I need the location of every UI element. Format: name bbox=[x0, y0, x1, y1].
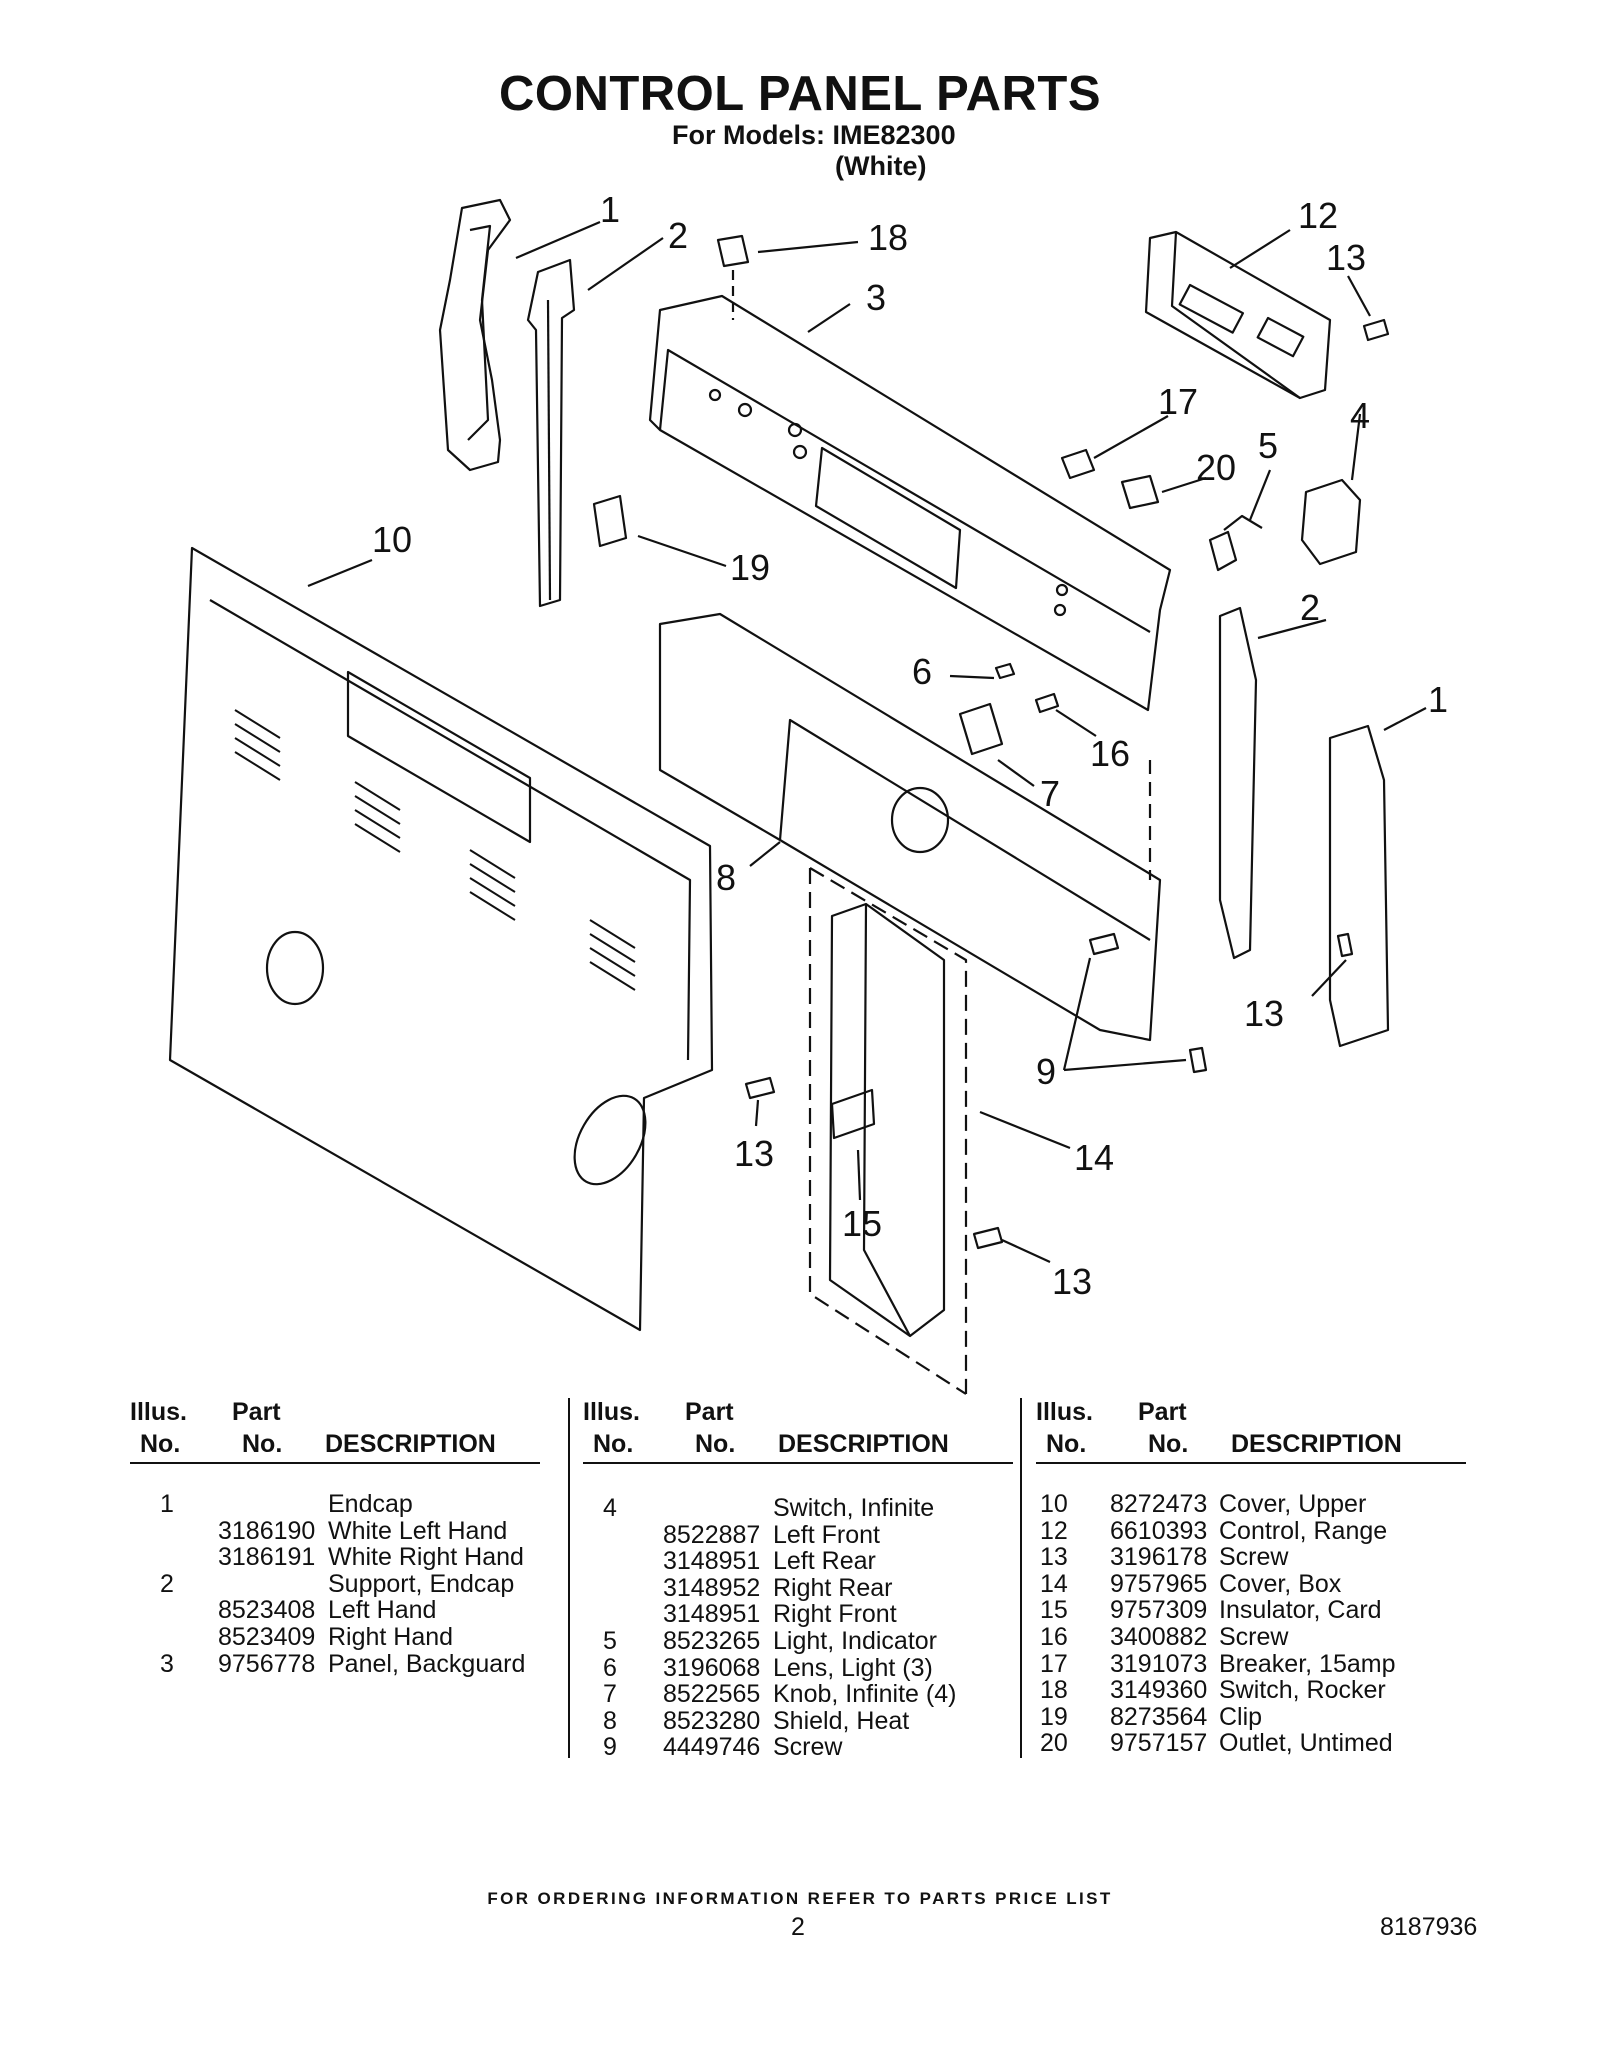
document-number: 8187936 bbox=[1380, 1913, 1478, 1941]
callout-14: 14 bbox=[1074, 1137, 1114, 1178]
breaker-drawing bbox=[1060, 448, 1096, 480]
callout-9: 9 bbox=[1036, 1051, 1056, 1092]
screw-13c-drawing bbox=[744, 1076, 776, 1100]
lens-drawing bbox=[994, 662, 1016, 680]
right-support-drawing bbox=[1218, 606, 1258, 960]
color-line: (White) bbox=[835, 151, 927, 181]
callout-1-right: 1 bbox=[1428, 679, 1448, 720]
outlet-drawing bbox=[1120, 474, 1160, 510]
screw-13b-drawing bbox=[1336, 932, 1354, 958]
callout-2-left: 2 bbox=[668, 215, 688, 256]
callout-13-top: 13 bbox=[1326, 237, 1366, 278]
callout-3: 3 bbox=[866, 277, 886, 318]
page-number: 2 bbox=[791, 1913, 805, 1941]
indicator-light-drawing bbox=[1208, 514, 1263, 572]
left-support-drawing bbox=[526, 258, 576, 608]
callout-6: 6 bbox=[912, 651, 932, 692]
screw-13d-drawing bbox=[972, 1226, 1004, 1250]
callout-13-bottom: 13 bbox=[1052, 1261, 1092, 1302]
screw-13a-drawing bbox=[1362, 318, 1390, 342]
callout-16: 16 bbox=[1090, 733, 1130, 774]
callout-2-right: 2 bbox=[1300, 587, 1320, 628]
screw-9b-drawing bbox=[1188, 1046, 1208, 1074]
backguard-panel-drawing bbox=[648, 294, 1172, 712]
callout-12: 12 bbox=[1298, 195, 1338, 236]
callout-13-left: 13 bbox=[734, 1133, 774, 1174]
callout-5: 5 bbox=[1258, 425, 1278, 466]
screw-9a-drawing bbox=[1088, 932, 1120, 956]
range-control-drawing bbox=[1144, 230, 1332, 400]
callout-18: 18 bbox=[868, 217, 908, 258]
heat-shield-drawing bbox=[658, 612, 1162, 1042]
callout-10: 10 bbox=[372, 519, 412, 560]
rocker-switch-drawing bbox=[716, 234, 750, 320]
callout-17: 17 bbox=[1158, 381, 1198, 422]
column-divider bbox=[1020, 1398, 1022, 1758]
model-info: For Models: IME82300 (White) bbox=[672, 120, 956, 182]
callout-15: 15 bbox=[842, 1203, 882, 1244]
callout-20: 20 bbox=[1196, 447, 1236, 488]
ordering-note: FOR ORDERING INFORMATION REFER TO PARTS … bbox=[487, 1889, 1113, 1908]
upper-cover-drawing bbox=[168, 546, 714, 1332]
page-title: CONTROL PANEL PARTS bbox=[498, 67, 1102, 121]
insulator-card-drawing bbox=[830, 1088, 876, 1140]
box-cover-drawing bbox=[808, 867, 968, 1395]
knob-drawing bbox=[958, 702, 1004, 756]
callout-1-left: 1 bbox=[600, 189, 620, 230]
screw-16-drawing bbox=[1034, 692, 1060, 714]
infinite-switch-drawing bbox=[1300, 478, 1362, 566]
exploded-parts-diagram: 1 2 18 3 12 13 17 4 5 20 10 19 2 6 16 1 … bbox=[168, 189, 1448, 1395]
table-header: Illus. No. Part No. DESCRIPTION bbox=[1036, 1398, 1402, 1458]
left-endcap-drawing bbox=[438, 198, 512, 472]
callout-19: 19 bbox=[730, 547, 770, 588]
callout-8: 8 bbox=[716, 857, 736, 898]
callout-7: 7 bbox=[1040, 773, 1060, 814]
right-endcap-drawing bbox=[1328, 724, 1390, 1048]
callout-13-right: 13 bbox=[1244, 993, 1284, 1034]
table-header: Illus. No. Part No. DESCRIPTION bbox=[130, 1398, 496, 1458]
table-header: Illus. No. Part No. DESCRIPTION bbox=[583, 1398, 949, 1458]
clip-drawing bbox=[592, 494, 628, 548]
column-divider bbox=[568, 1398, 570, 1758]
callout-4: 4 bbox=[1350, 395, 1370, 436]
models-line: For Models: IME82300 bbox=[672, 120, 956, 150]
